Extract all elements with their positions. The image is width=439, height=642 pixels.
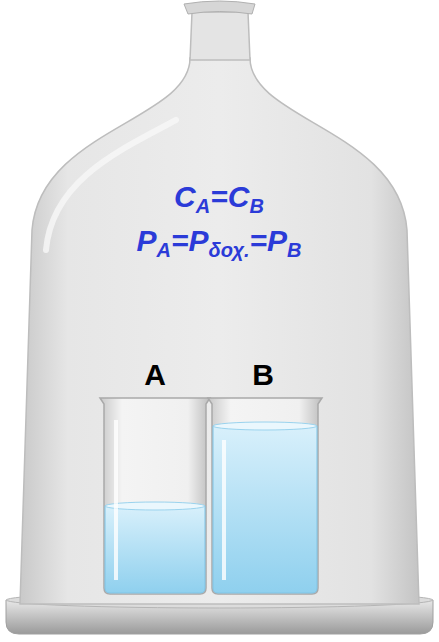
symbol-label: =P: [171, 224, 209, 257]
symbol-label: P: [137, 224, 157, 257]
subscript-label: δοχ.: [209, 239, 250, 261]
symbol-label: C: [174, 180, 196, 213]
concentration-equation: CA=CB: [174, 180, 264, 218]
symbol-label: =P: [250, 224, 288, 257]
subscript-label: A: [157, 239, 171, 261]
subscript-label: B: [287, 239, 301, 261]
subscript-label: A: [196, 195, 210, 217]
beaker-label: A: [144, 358, 166, 392]
symbol-label: B: [252, 358, 274, 391]
beaker-label: B: [252, 358, 274, 392]
subscript-label: B: [249, 195, 263, 217]
symbol-label: A: [144, 358, 166, 391]
pressure-equation: PA=Pδοχ.=PB: [137, 224, 302, 262]
symbol-label: =C: [210, 180, 249, 213]
